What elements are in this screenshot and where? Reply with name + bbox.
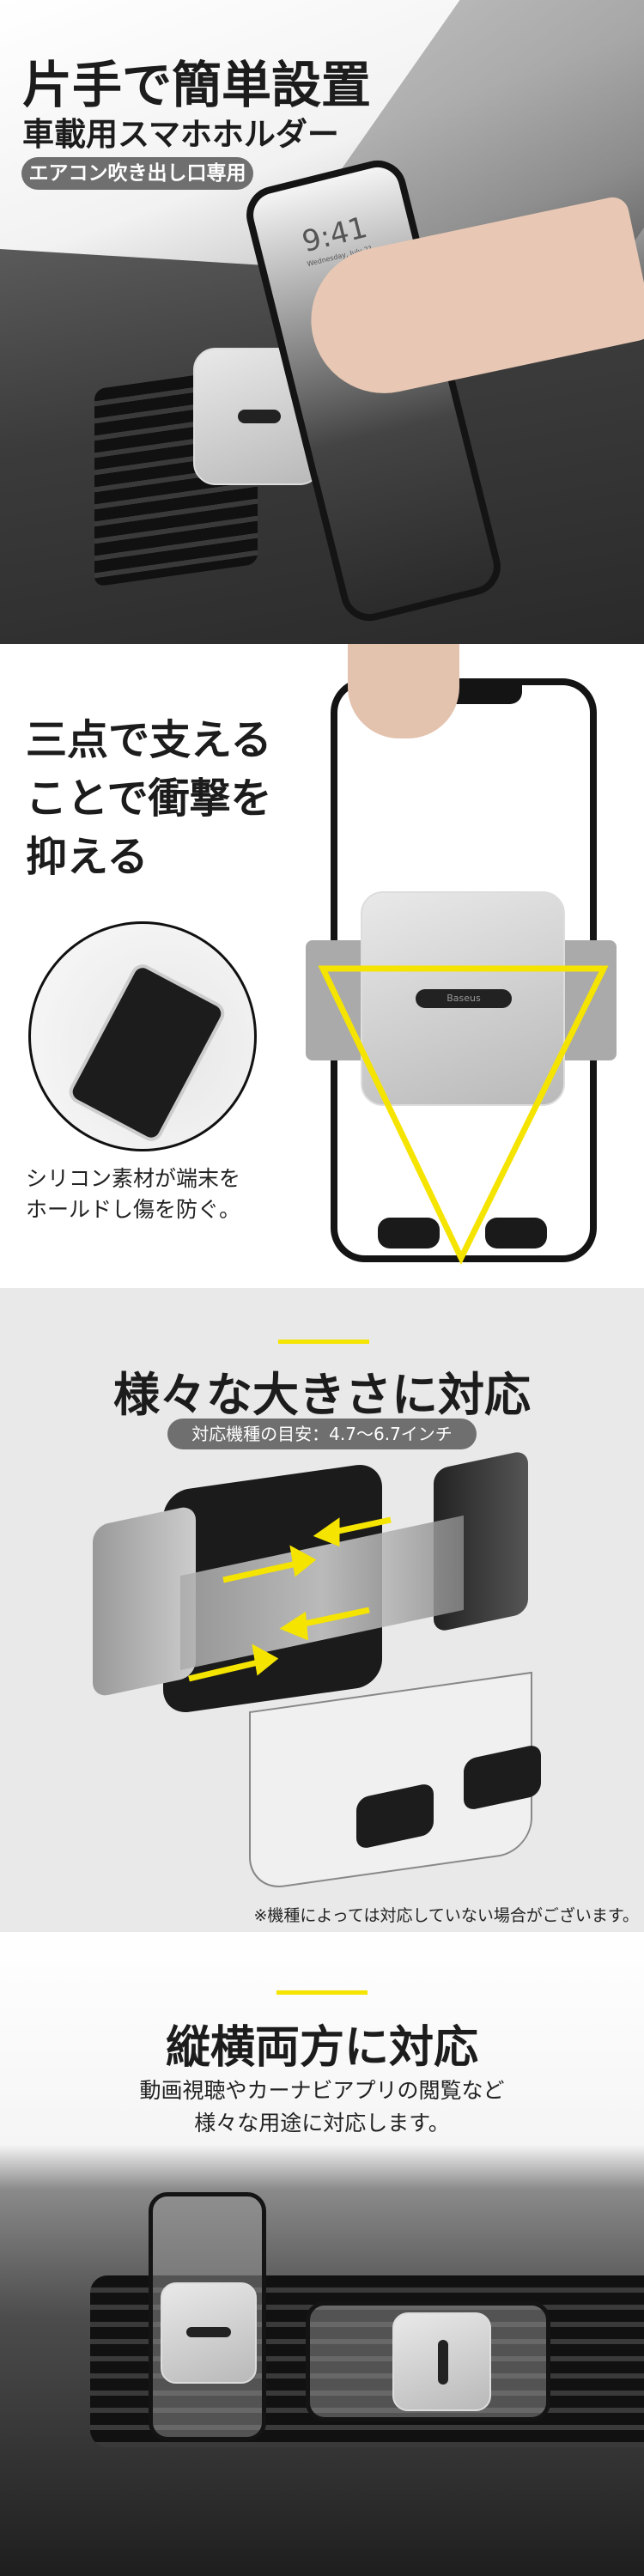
adjust-arrows-icon: [188, 1516, 392, 1682]
title-line: ことで衝撃を: [26, 775, 272, 823]
portrait-holder: [161, 2282, 257, 2384]
desc-line: 動画視聴やカーナビアプリの閲覧など: [139, 2078, 505, 2103]
hero-section: 9:41 Wednesday, July 21 片手で簡単設置 車載用スマホホル…: [0, 0, 644, 644]
orientation-section: 縦横両方に対応 動画視聴やカーナビアプリの閲覧など 様々な用途に対応します。: [0, 1932, 644, 2576]
size-badge: 対応機種の目安：4.7〜6.7インチ: [167, 1419, 477, 1449]
size-section: 様々な大きさに対応 対応機種の目安：4.7〜6.7インチ ※機種によっては対応し…: [0, 1288, 644, 1932]
brand-slot: [238, 410, 281, 423]
brand-logo: Baseus: [416, 989, 512, 1008]
foot-right: [485, 1218, 547, 1249]
landscape-holder: [392, 2312, 491, 2411]
desc-line: 様々な用途に対応します。: [194, 2111, 450, 2136]
title-line: 三点で支える: [26, 716, 272, 764]
accent-line: [276, 1990, 368, 1995]
finger: [348, 644, 459, 738]
orientation-desc: 動画視聴やカーナビアプリの閲覧など 様々な用途に対応します。: [0, 2075, 644, 2140]
hero-subtitle: 車載用スマホホルダー: [22, 116, 339, 153]
vent-only-badge: エアコン吹き出し口専用: [21, 157, 253, 190]
hero-title: 片手で簡単設置: [22, 56, 372, 114]
accent-line: [278, 1340, 369, 1344]
phone-holder: Baseus: [361, 891, 565, 1106]
three-point-section: 三点で支える ことで衝撃を 抑える シリコン素材が端末を ホールドし傷を防ぐ。 …: [0, 644, 644, 1288]
silicone-closeup: [28, 921, 257, 1151]
triangle-support-icon: [318, 965, 609, 1266]
caption-line: ホールドし傷を防ぐ。: [26, 1197, 241, 1222]
title-line: 抑える: [26, 833, 149, 881]
silicone-caption: シリコン素材が端末を ホールドし傷を防ぐ。: [26, 1163, 240, 1225]
brand-slot: [186, 2327, 231, 2337]
brand-slot: [438, 2340, 448, 2385]
compatibility-note: ※機種によっては対応していない場合がございます。: [253, 1906, 639, 1925]
orientation-title: 縦横両方に対応: [165, 2022, 478, 2074]
size-title: 様々な大きさに対応: [113, 1368, 531, 1422]
three-point-title: 三点で支える ことで衝撃を 抑える: [26, 711, 272, 886]
caption-line: シリコン素材が端末を: [26, 1166, 241, 1191]
foot-left: [378, 1218, 440, 1249]
